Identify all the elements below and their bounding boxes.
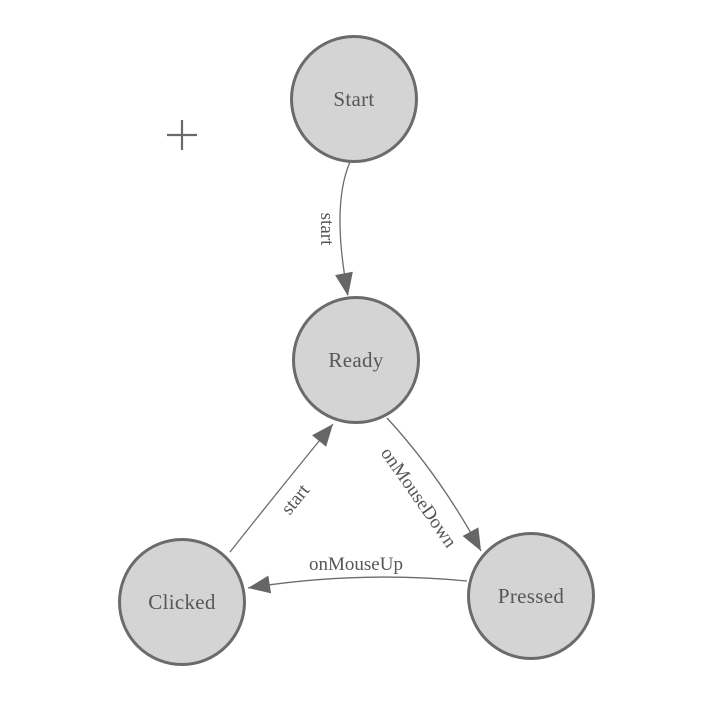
arrowhead-clicked-to-ready	[312, 424, 333, 447]
state-node-label: Start	[333, 86, 375, 111]
edge-clicked-to-ready[interactable]	[229, 423, 334, 553]
arrowhead-pressed-to-clicked	[248, 575, 272, 594]
plus-icon[interactable]	[167, 120, 197, 150]
state-node-pressed[interactable]: Pressed	[467, 532, 595, 660]
edge-pressed-to-clicked[interactable]	[247, 576, 468, 589]
state-node-ready[interactable]: Ready	[292, 296, 420, 424]
state-node-start[interactable]: Start	[290, 35, 418, 163]
state-node-label: Ready	[328, 347, 384, 372]
state-node-clicked[interactable]: Clicked	[118, 538, 246, 666]
arrowhead-start-to-ready	[335, 271, 353, 296]
state-node-label: Clicked	[148, 589, 216, 614]
arrowhead-ready-to-pressed	[462, 527, 481, 551]
state-node-label: Pressed	[497, 583, 565, 608]
edge-ready-to-pressed[interactable]	[386, 417, 482, 552]
